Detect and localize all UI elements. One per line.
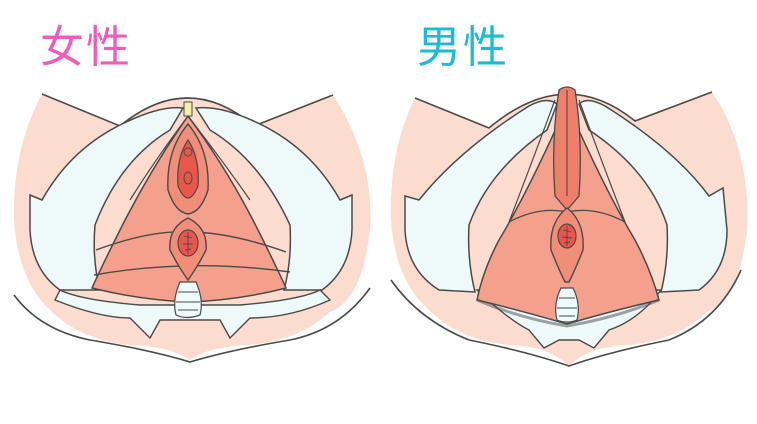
male-panel: 男性 xyxy=(379,0,757,424)
female-pelvic-floor-illustration xyxy=(13,93,371,363)
female-panel: 女性 xyxy=(0,0,378,424)
male-label: 男性 xyxy=(417,22,509,73)
male-pelvic-floor-illustration xyxy=(390,86,748,367)
female-label: 女性 xyxy=(40,22,132,73)
